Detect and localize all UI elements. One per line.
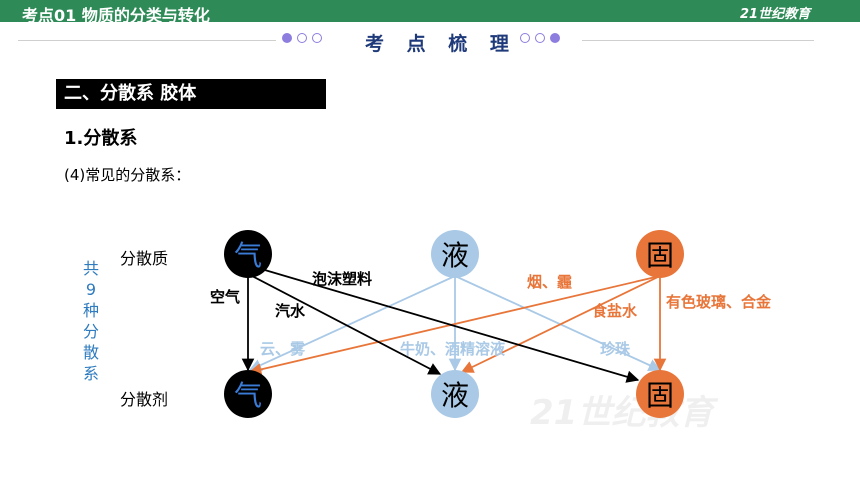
bottom-gas-label: 气 [234,379,262,412]
top-bar: 考点01 物质的分类与转化 21世纪教育 [0,0,860,25]
dot-icon [297,33,307,43]
top-solid-label: 固 [646,239,674,272]
example-solid-liquid: 食盐水 [592,302,638,320]
dispersion-medium-label: 分散剂 [120,390,169,409]
top-gas-label: 气 [234,239,262,272]
dot-icon [550,33,560,43]
brand-logo: 21世纪教育 [740,7,811,22]
top-liquid-label: 液 [441,239,469,272]
example-gas-gas: 空气 [210,288,240,306]
decorative-dots-right [520,33,560,43]
example-gas-solid: 泡沫塑料 [312,270,372,288]
example-solid-gas: 烟、霾 [527,273,572,291]
bottom-liquid-node [431,370,479,418]
breadcrumb: 考点01 物质的分类与转化 [22,6,210,25]
example-solid-solid: 有色玻璃、合金 [666,293,772,311]
example-gas-liquid: 汽水 [275,302,306,320]
arrow-liquid-to-solid [454,275,662,372]
arrow-gas-to-solid [257,267,640,383]
example-liquid-liquid: 牛奶、酒精溶液 [400,340,506,358]
arrow-gas-to-liquid [251,275,442,375]
dot-icon [312,33,322,43]
top-solid-node [636,230,684,278]
dot-icon [535,33,545,43]
header-divider-left [18,40,276,41]
bottom-gas-node [224,370,272,418]
bottom-solid-node [636,370,684,418]
dot-icon [282,33,292,43]
top-gas-node [224,230,272,278]
top-liquid-node [431,230,479,278]
bottom-liquid-label: 液 [441,379,469,412]
subsection-title: 1.分散系 [64,128,138,149]
bottom-solid-label: 固 [646,379,674,412]
dispersed-phase-label: 分散质 [120,249,169,268]
dot-icon [520,33,530,43]
arrow-solid-to-gas [248,275,661,376]
description: (4)常见的分散系： [64,166,191,184]
arrow-solid-to-liquid [460,275,661,373]
arrow-liquid-to-gas [248,275,456,372]
section-title: 二、分散系 胶体 [56,79,326,109]
section-heading: 考 点 梳 理 [365,33,517,55]
example-liquid-solid: 珍珠 [600,340,631,358]
example-liquid-gas: 云、雾 [260,340,306,358]
header-divider-right [582,40,814,41]
decorative-dots-left [282,33,322,43]
